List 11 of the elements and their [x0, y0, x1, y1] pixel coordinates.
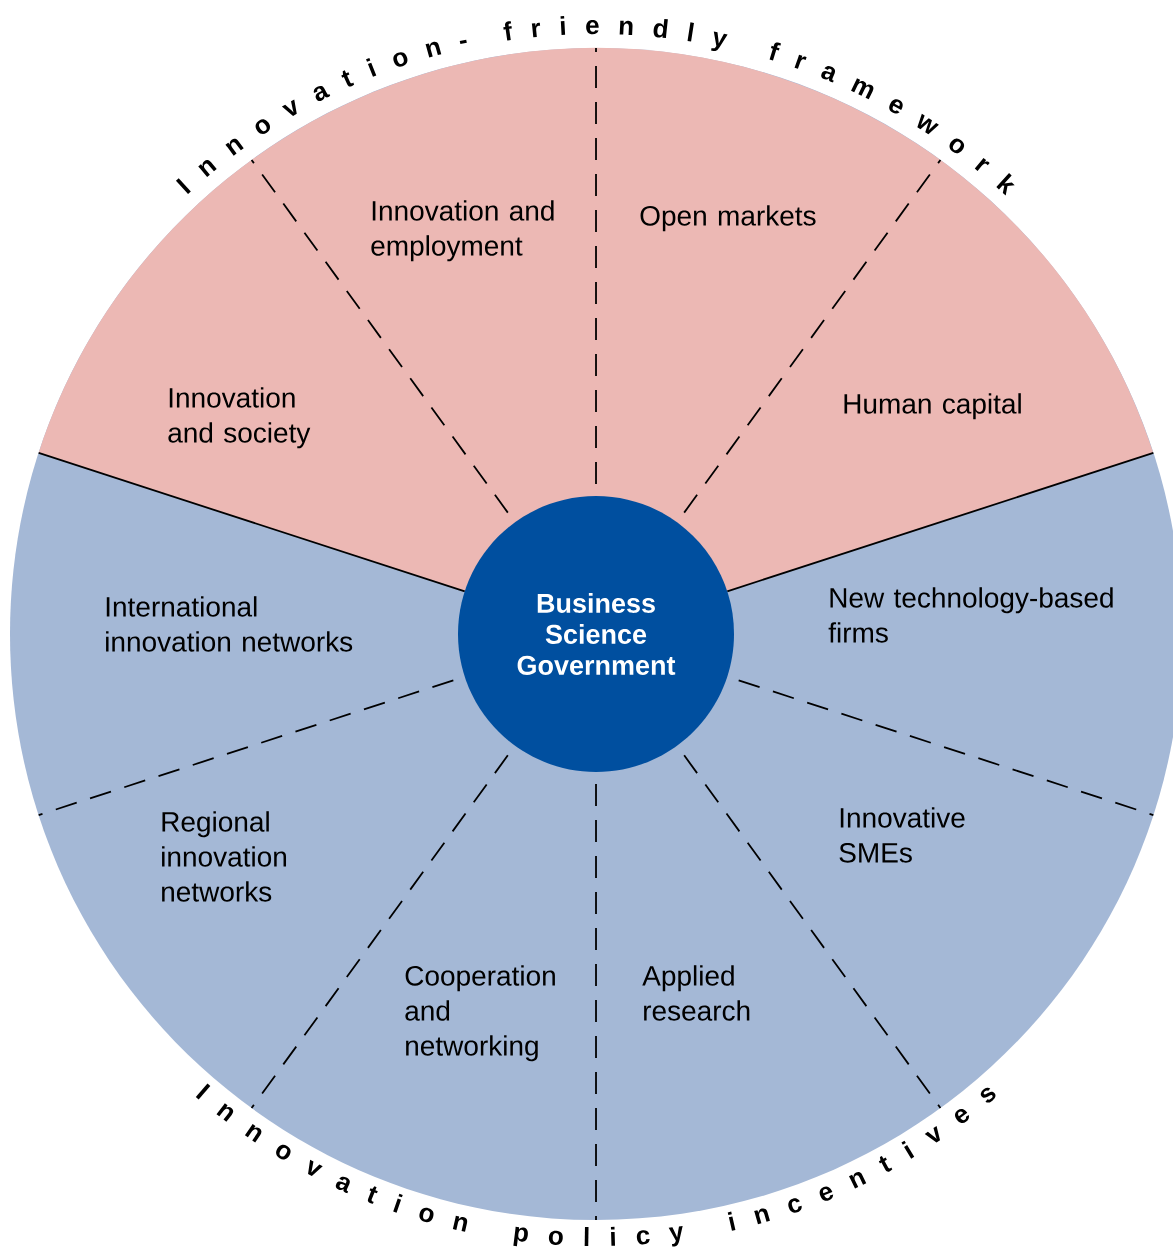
sector-label: Open markets [640, 205, 816, 232]
sector-label: Innovative SMEs [839, 807, 965, 863]
sector-label: Innovation and society [168, 387, 311, 449]
sector-label: Human capital [844, 393, 1021, 420]
sector-label: Regional innovation networks [162, 811, 286, 902]
sector-label: New technology-based firms [828, 587, 1113, 643]
sector-label: Applied research [642, 965, 750, 1021]
sector-label: Cooperation and networking [405, 965, 555, 1062]
sector-label: Innovation and employment [371, 200, 554, 262]
sector-label: International innovation networks [106, 596, 353, 652]
curved-label: Innovation-friendly framework [175, 16, 1015, 196]
